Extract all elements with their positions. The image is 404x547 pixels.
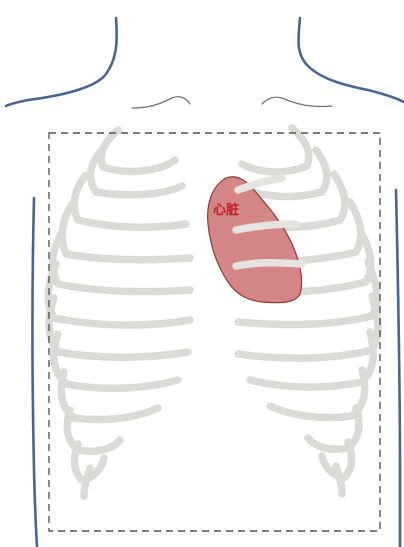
left-torso-outline (33, 198, 38, 547)
right-rib-9 (270, 370, 365, 418)
left-neck-shoulder-outline (6, 18, 117, 106)
left-rib-12 (84, 468, 90, 496)
left-rib-8 (54, 334, 178, 388)
right-torso-outline (396, 190, 400, 547)
right-neck-shoulder-outline (298, 18, 404, 102)
left-rib-cage (48, 130, 190, 496)
rib-over-heart-1 (238, 178, 282, 190)
left-clavicle (132, 97, 190, 108)
left-rib-4 (62, 204, 190, 260)
left-rib-9 (61, 372, 158, 420)
right-rib-1 (242, 128, 309, 172)
heart-label: 心脏 (213, 202, 239, 218)
right-clavicle (262, 97, 332, 106)
rib-over-heart-3 (236, 263, 302, 266)
left-rib-1 (101, 130, 175, 171)
right-rib-12 (336, 466, 342, 494)
